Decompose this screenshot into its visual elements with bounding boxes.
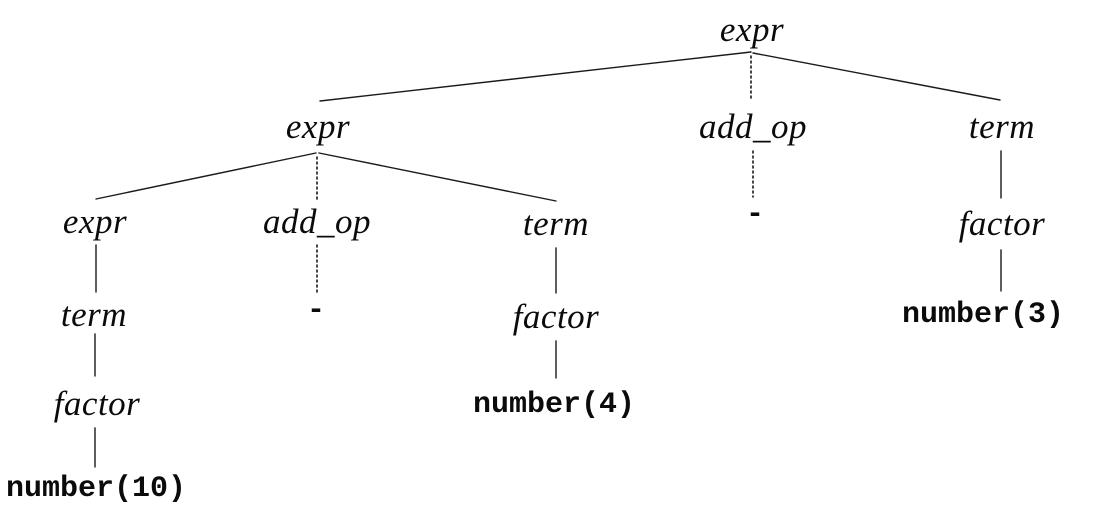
tree-node-term-right: term (968, 107, 1036, 146)
tree-node-minus-inner: - (306, 294, 326, 328)
tree-node-minus-outer: - (745, 198, 765, 232)
tree-node-number-10: number(10) (5, 472, 187, 506)
tree-node-factor-mid: factor (512, 297, 600, 336)
tree-node-add-op-inner: add_op (263, 202, 371, 241)
tree-node-factor-right: factor (958, 204, 1046, 243)
tree-node-term-left: term (60, 295, 128, 334)
edge-root-to-term-right (752, 52, 1001, 101)
edge-expr2-to-term-mid (318, 152, 557, 202)
tree-node-number-4: number(4) (472, 388, 636, 422)
tree-node-number-3: number(3) (901, 298, 1065, 332)
tree-node-expr-inner: expr (62, 202, 128, 241)
tree-node-expr-left: expr (285, 107, 351, 146)
tree-node-term-mid: term (522, 204, 590, 243)
tree-node-add-op-outer: add_op (699, 107, 807, 146)
edge-root-to-expr-left (319, 51, 752, 102)
edge-expr2-to-expr-inner (95, 152, 317, 200)
tree-node-factor-left: factor (53, 384, 141, 423)
tree-node-expr-root: expr (719, 10, 785, 49)
